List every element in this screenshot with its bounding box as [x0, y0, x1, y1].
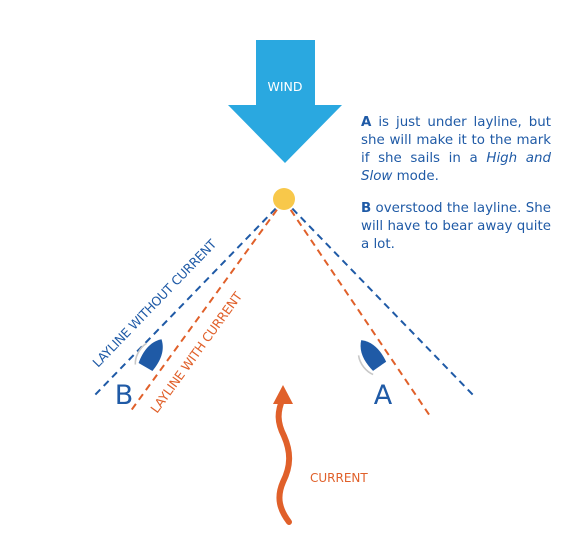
note-a-italic: High and Slow [361, 151, 551, 184]
note-b-text: overstood the layline. She will have to … [361, 201, 551, 252]
wind-arrow: WIND [228, 40, 342, 163]
layline-with-current-right [283, 199, 431, 417]
note-b-letter: B [361, 201, 372, 216]
note-boat-a: A is just under layline, but she will ma… [361, 114, 551, 186]
mark-buoy [273, 188, 295, 210]
current-label: CURRENT [310, 471, 368, 485]
current-arrow [273, 385, 293, 525]
layline-without-current-right [283, 199, 476, 398]
note-boat-b: B overstood the layline. She will have t… [361, 200, 551, 254]
note-a-letter: A [361, 115, 372, 130]
layline-with-current-left [129, 199, 285, 413]
layline-without-current-left [92, 199, 285, 398]
wind-label: WIND [267, 79, 302, 94]
boat-b-icon [134, 339, 163, 371]
note-a-text-after: mode. [392, 169, 439, 184]
boat-a-label: A [374, 380, 393, 411]
note-a-text-before: is just under layline, but she will make… [361, 115, 551, 166]
wind-arrow-shape [228, 40, 342, 163]
boat-b-label: B [115, 380, 134, 411]
boat-a-icon [357, 340, 387, 376]
